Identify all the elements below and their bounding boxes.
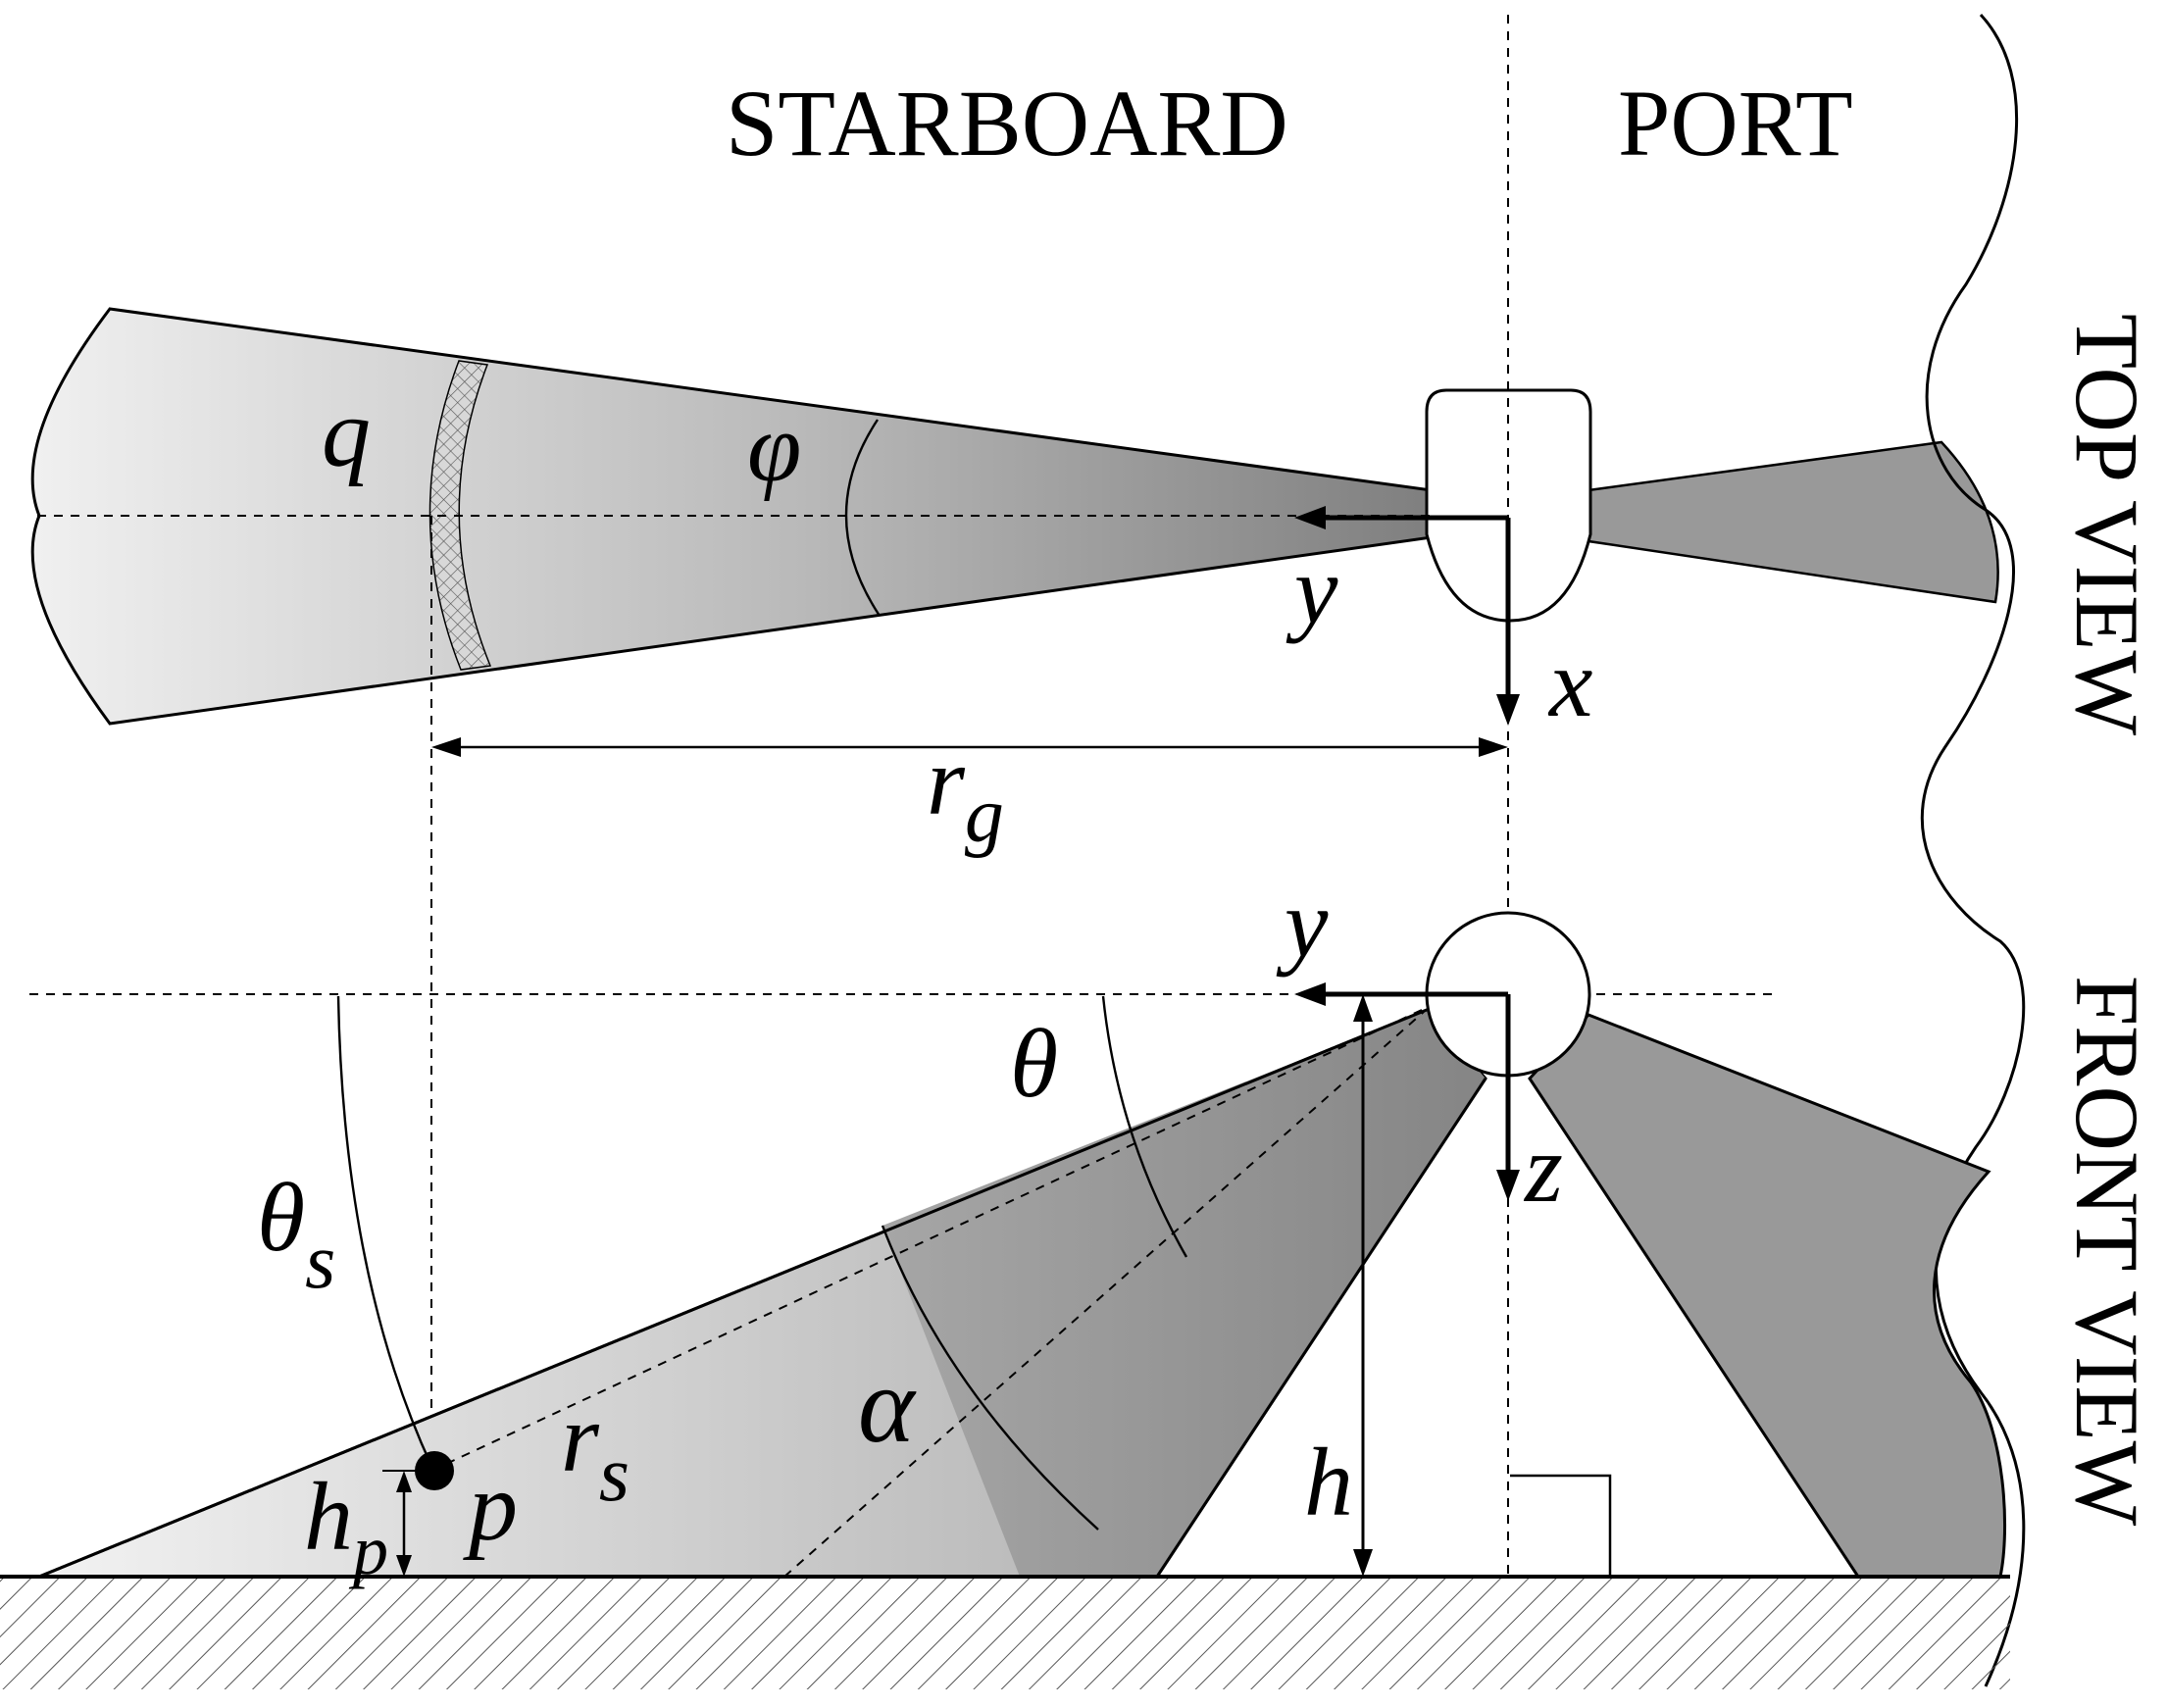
symbol-theta-s-sub: s xyxy=(305,1219,335,1305)
label-port: PORT xyxy=(1618,71,1853,176)
seabed-hatch xyxy=(0,1577,2010,1689)
top-view-port-beam xyxy=(1587,440,1999,604)
label-starboard: STARBOARD xyxy=(726,71,1288,176)
symbol-rs: rs xyxy=(561,1383,630,1518)
symbol-z-front: z xyxy=(1523,1114,1563,1223)
front-view-port-beam xyxy=(1528,1013,2007,1579)
symbol-hp-base: h xyxy=(304,1462,353,1571)
symbol-theta-s-base: θ xyxy=(257,1163,305,1272)
rg-arrow-right xyxy=(1479,737,1508,757)
cut-line-right xyxy=(1920,13,2026,1687)
symbol-y-top: y xyxy=(1285,535,1338,644)
symbol-x-top: x xyxy=(1547,628,1592,737)
symbol-q: q xyxy=(322,378,371,487)
beam-lower-dashed xyxy=(783,1011,1425,1578)
symbol-rg-base: r xyxy=(927,727,966,835)
rg-arrow-left xyxy=(431,737,461,757)
symbol-alpha: α xyxy=(858,1345,917,1465)
h-arrow-top xyxy=(1353,994,1373,1022)
top-view-footprint-strip xyxy=(428,360,492,671)
front-beam-lower-edge xyxy=(1155,1078,1487,1578)
symbol-rs-base: r xyxy=(561,1383,600,1492)
symbol-rs-sub: s xyxy=(599,1432,630,1518)
h-arrow-bottom xyxy=(1353,1549,1373,1577)
y-axis-front-arrowhead xyxy=(1294,982,1326,1006)
x-axis-top-arrowhead xyxy=(1496,694,1520,726)
alpha-arc xyxy=(881,1225,1099,1531)
symbol-hp-sub: p xyxy=(348,1511,388,1589)
symbol-rg: rg xyxy=(927,727,1004,859)
symbol-rg-sub: g xyxy=(965,773,1004,859)
theta-arc xyxy=(1101,995,1188,1258)
hp-arrow-bottom xyxy=(396,1555,412,1577)
z-axis-front-arrowhead xyxy=(1496,1170,1520,1201)
target-point-p xyxy=(415,1451,454,1490)
label-front-view: FRONT VIEW xyxy=(2057,976,2157,1527)
hp-arrow-top xyxy=(396,1471,412,1492)
symbol-h: h xyxy=(1304,1428,1353,1536)
symbol-hp: hp xyxy=(304,1462,388,1589)
symbol-theta-s: θs xyxy=(257,1163,335,1305)
y-axis-top-arrowhead xyxy=(1294,506,1326,529)
symbol-theta: θ xyxy=(1010,1009,1058,1118)
symbol-p: p xyxy=(463,1452,518,1561)
front-beam-upper-edge xyxy=(38,1008,1428,1579)
top-view-starboard-beam xyxy=(30,307,1434,726)
theta-s-arc xyxy=(336,995,433,1467)
symbol-phi: φ xyxy=(747,393,801,502)
label-top-view: TOP VIEW xyxy=(2057,314,2157,735)
symbol-y-front: y xyxy=(1276,869,1329,978)
front-view-starboard-inner-beam xyxy=(882,1010,1486,1577)
right-angle-mark xyxy=(1510,1474,1612,1577)
